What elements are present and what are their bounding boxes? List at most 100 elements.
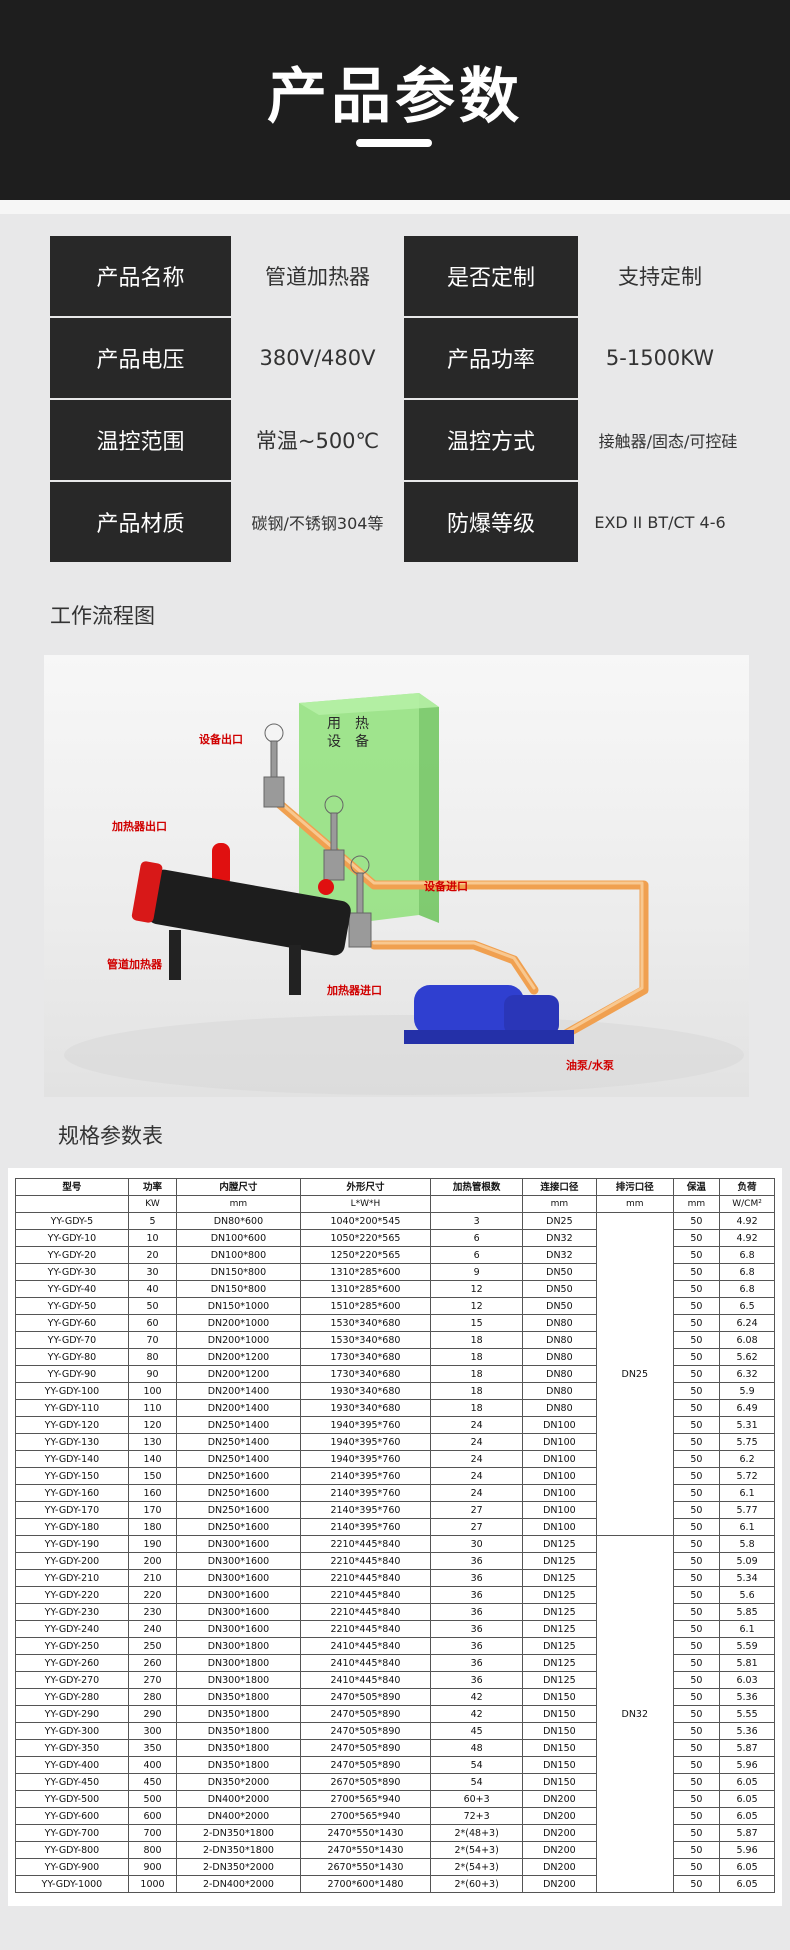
table-cell: DN350*1800 <box>176 1705 301 1723</box>
table-cell: 1250*220*565 <box>299 1246 432 1264</box>
table-unit-cell: KW <box>127 1195 178 1213</box>
table-cell: YY-GDY-80 <box>15 1348 129 1366</box>
table-cell: DN50 <box>522 1297 597 1315</box>
table-cell: 50 <box>672 1433 721 1451</box>
table-header-cell: 加热管根数 <box>430 1178 523 1196</box>
label-heater: 管道加热器 <box>107 958 162 971</box>
table-cell: 50 <box>672 1773 721 1791</box>
table-cell: DN350*1800 <box>176 1688 301 1706</box>
param-value-temp-range: 常温~500℃ <box>255 429 380 453</box>
table-cell: DN150 <box>522 1705 597 1723</box>
table-cell: DN100 <box>522 1484 597 1502</box>
param-label-custom: 是否定制 <box>404 236 578 316</box>
table-cell: DN125 <box>522 1586 597 1604</box>
table-cell: DN250*1600 <box>176 1484 301 1502</box>
table-cell: DN200*1400 <box>176 1399 301 1417</box>
table-cell: 2470*505*890 <box>299 1688 432 1706</box>
table-cell: DN125 <box>522 1654 597 1672</box>
table-cell: 50 <box>672 1569 721 1587</box>
label-equip-in: 设备进口 <box>424 880 468 893</box>
table-cell: 2210*445*840 <box>299 1535 432 1553</box>
table-cell: DN125 <box>522 1535 597 1553</box>
table-cell: 6.1 <box>719 1518 775 1536</box>
table-cell: 90 <box>127 1365 178 1383</box>
table-cell: YY-GDY-140 <box>15 1450 129 1468</box>
table-cell: DN125 <box>522 1620 597 1638</box>
table-cell: YY-GDY-350 <box>15 1739 129 1757</box>
table-cell: 4.92 <box>719 1229 775 1247</box>
table-cell: DN125 <box>522 1569 597 1587</box>
table-cell: 50 <box>672 1637 721 1655</box>
table-cell: 2700*565*940 <box>299 1807 432 1825</box>
table-cell: DN100 <box>522 1467 597 1485</box>
table-cell: DN100*800 <box>176 1246 301 1264</box>
table-cell: DN150 <box>522 1756 597 1774</box>
table-cell: YY-GDY-260 <box>15 1654 129 1672</box>
table-cell: DN32 <box>522 1229 597 1247</box>
table-cell: 50 <box>672 1246 721 1264</box>
table-cell: 220 <box>127 1586 178 1604</box>
table-cell: YY-GDY-50 <box>15 1297 129 1315</box>
table-cell: 6.5 <box>719 1297 775 1315</box>
table-cell: DN300*1800 <box>176 1671 301 1689</box>
table-cell: 36 <box>430 1552 523 1570</box>
table-cell: DN80 <box>522 1331 597 1349</box>
table-unit-cell <box>15 1195 129 1213</box>
table-cell: 2140*395*760 <box>299 1467 432 1485</box>
table-cell: DN250*1600 <box>176 1467 301 1485</box>
table-cell: 2-DN350*2000 <box>176 1858 301 1876</box>
table-cell: DN200 <box>522 1807 597 1825</box>
table-cell: 36 <box>430 1586 523 1604</box>
table-cell: 1940*395*760 <box>299 1433 432 1451</box>
param-value-material: 碳钢/不锈钢304等 <box>251 514 384 533</box>
table-cell: 2470*505*890 <box>299 1722 432 1740</box>
table-cell: DN200 <box>522 1824 597 1842</box>
table-cell: 260 <box>127 1654 178 1672</box>
table-cell: 800 <box>127 1841 178 1859</box>
table-cell: 5.31 <box>719 1416 775 1434</box>
title-underline <box>356 139 432 147</box>
table-cell: YY-GDY-170 <box>15 1501 129 1519</box>
table-cell: DN150 <box>522 1688 597 1706</box>
table-cell: YY-GDY-90 <box>15 1365 129 1383</box>
table-cell: 20 <box>127 1246 178 1264</box>
table-cell: 60 <box>127 1314 178 1332</box>
param-value-explosion: EXD II BT/CT 4-6 <box>594 512 726 532</box>
param-label-voltage: 产品电压 <box>50 318 231 398</box>
table-cell: 1510*285*600 <box>299 1297 432 1315</box>
param-label-temp-control: 温控方式 <box>404 400 578 480</box>
table-cell: 48 <box>430 1739 523 1757</box>
table-cell: DN350*1800 <box>176 1756 301 1774</box>
table-cell: 50 <box>672 1620 721 1638</box>
table-cell: 2700*600*1480 <box>299 1875 432 1893</box>
table-cell: 50 <box>672 1365 721 1383</box>
table-cell: 2670*505*890 <box>299 1773 432 1791</box>
table-cell: 1730*340*680 <box>299 1365 432 1383</box>
table-cell: 9 <box>430 1263 523 1281</box>
table-header-cell: 内膛尺寸 <box>176 1178 301 1196</box>
table-cell: 5.09 <box>719 1552 775 1570</box>
table-cell: 250 <box>127 1637 178 1655</box>
table-cell: 2470*505*890 <box>299 1705 432 1723</box>
table-cell: 50 <box>672 1552 721 1570</box>
table-cell: 2*(48+3) <box>430 1824 523 1842</box>
table-cell: DN200*1400 <box>176 1382 301 1400</box>
table-cell: DN300*1800 <box>176 1654 301 1672</box>
table-cell: 50 <box>672 1535 721 1553</box>
table-cell: DN150*800 <box>176 1263 301 1281</box>
table-cell: YY-GDY-30 <box>15 1263 129 1281</box>
